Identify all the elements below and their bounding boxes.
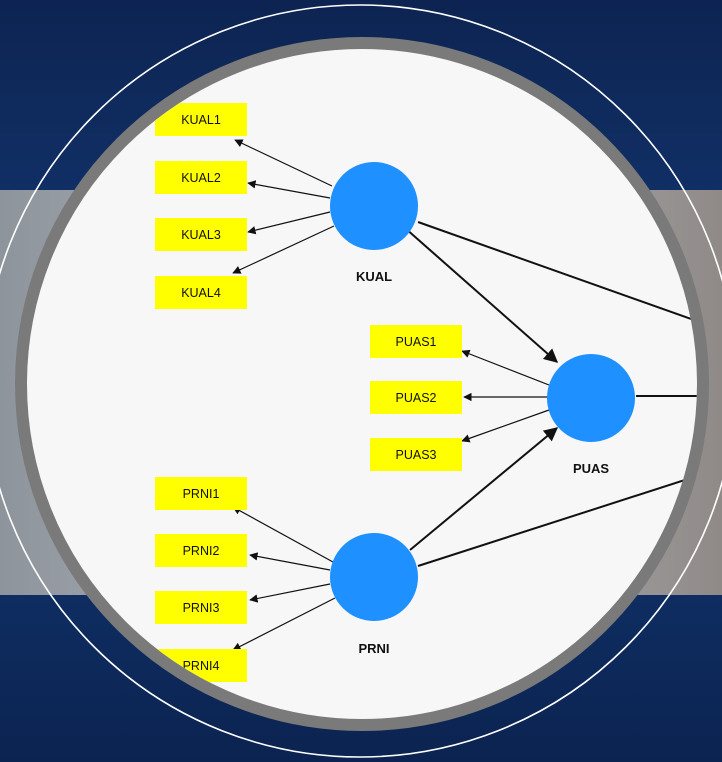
indicator-label: PUAS2 xyxy=(396,391,437,405)
indicator-label: PUAS3 xyxy=(396,448,437,462)
indicator-prni4[interactable]: PRNI4 xyxy=(155,649,247,682)
indicator-prni2[interactable]: PRNI2 xyxy=(155,534,247,567)
indicator-label: PRNI3 xyxy=(183,601,220,615)
path-prni-to-puas xyxy=(409,427,559,551)
indicator-label: KUAL2 xyxy=(181,171,221,185)
path-kual-to-puas xyxy=(404,227,559,363)
indicator-label: PUAS1 xyxy=(396,335,437,349)
loading-kual-kual1 xyxy=(234,139,333,187)
indicator-label: PRNI1 xyxy=(183,487,220,501)
loading-kual-kual3 xyxy=(247,211,331,235)
loading-puas-puas3 xyxy=(461,409,550,443)
indicator-puas1[interactable]: PUAS1 xyxy=(370,325,462,358)
loading-prni-prni4 xyxy=(232,597,336,651)
indicator-prni1[interactable]: PRNI1 xyxy=(155,477,247,510)
indicator-kual1[interactable]: KUAL1 xyxy=(155,103,247,136)
indicator-label: KUAL4 xyxy=(181,286,221,300)
path-kual-to-right xyxy=(417,221,697,331)
loading-prni-prni1 xyxy=(232,506,334,563)
latent-label: PRNI xyxy=(358,641,389,656)
indicator-puas3[interactable]: PUAS3 xyxy=(370,438,462,471)
latent-kual[interactable]: KUAL xyxy=(330,162,418,284)
indicator-label: KUAL3 xyxy=(181,228,221,242)
path-prni-to-right xyxy=(417,467,697,567)
indicator-label: PRNI4 xyxy=(183,659,220,673)
loading-kual-kual4 xyxy=(232,225,335,274)
latent-label: PUAS xyxy=(573,461,609,476)
indicator-kual3[interactable]: KUAL3 xyxy=(155,218,247,251)
loading-prni-prni3 xyxy=(249,583,331,603)
latent-puas[interactable]: PUAS xyxy=(547,354,635,476)
indicator-prni3[interactable]: PRNI3 xyxy=(155,591,247,624)
indicator-puas2[interactable]: PUAS2 xyxy=(370,381,462,414)
loading-prni-prni2 xyxy=(249,552,331,571)
outer-thin-ring xyxy=(0,4,722,758)
loading-kual-kual2 xyxy=(247,180,331,199)
loading-puas-puas1 xyxy=(461,349,550,386)
indicator-label: PRNI2 xyxy=(183,544,220,558)
indicator-label: KUAL1 xyxy=(181,113,221,127)
indicator-kual2[interactable]: KUAL2 xyxy=(155,161,247,194)
latent-prni[interactable]: PRNI xyxy=(330,533,418,656)
indicator-kual4[interactable]: KUAL4 xyxy=(155,276,247,309)
latent-label: KUAL xyxy=(356,269,392,284)
